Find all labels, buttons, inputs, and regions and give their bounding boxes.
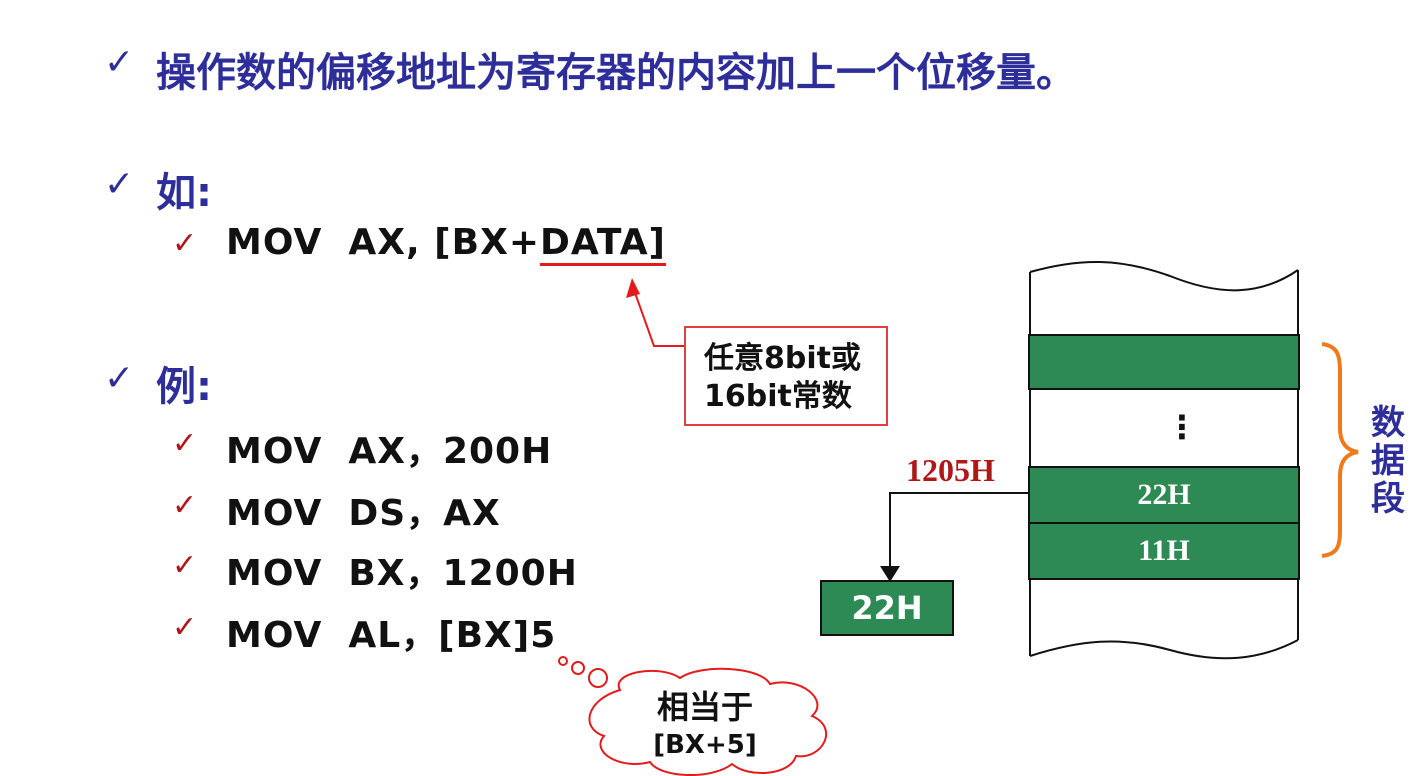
code-src-displacement: DATA]	[539, 222, 667, 266]
example2-line-3: MOV BX，1200H	[226, 544, 578, 596]
callout-arrow	[626, 278, 684, 347]
code-op: MOV	[226, 493, 323, 534]
code-op: MOV	[226, 431, 323, 472]
code-dst: AX,	[348, 222, 421, 263]
example2-line-1: MOV AX，200H	[226, 422, 552, 474]
code-src-a: [BX+	[434, 222, 540, 263]
example2-line-4: MOV AL，[BX]5	[226, 606, 556, 658]
check-icon: ✓	[172, 548, 198, 583]
check-icon: ✓	[172, 426, 198, 461]
segment-label: 数据段	[1371, 403, 1405, 519]
check-icon: ✓	[172, 488, 198, 523]
code-args: AL，[BX]5	[348, 615, 557, 656]
code-op: MOV	[226, 615, 323, 656]
code-args: BX，1200H	[348, 553, 578, 594]
callout-box: 任意8bit或 16bit常数	[684, 326, 888, 426]
check-icon: ✓	[104, 164, 135, 205]
memory-outline	[1029, 260, 1299, 660]
address-label: 1205H	[906, 452, 995, 488]
callout-line1: 任意8bit或	[704, 341, 861, 376]
check-icon: ✓	[172, 610, 198, 645]
code-args: DS，AX	[348, 493, 501, 534]
memory-cell-1205h: 22H	[1028, 466, 1300, 524]
cloud-line2: [BX+5]	[653, 730, 757, 760]
register-al-box: 22H	[820, 580, 954, 636]
check-icon: ✓	[172, 226, 198, 261]
page-title: 操作数的偏移地址为寄存器的内容加上一个位移量。	[156, 50, 1076, 96]
example2-heading: 例:	[156, 364, 212, 410]
memory-cell-1206h: 11H	[1028, 522, 1300, 580]
example1-code: MOV AX, [BX+DATA]	[226, 222, 667, 266]
check-icon: ✓	[104, 42, 135, 83]
check-icon: ✓	[104, 358, 135, 399]
code-op: MOV	[226, 553, 323, 594]
example2-line-2: MOV DS，AX	[226, 484, 501, 536]
memory-cell-top	[1028, 334, 1300, 390]
thought-cloud	[558, 656, 827, 776]
code-op: MOV	[226, 222, 323, 263]
ellipsis-icon: ⋮	[1166, 408, 1198, 446]
example1-heading: 如:	[156, 170, 212, 216]
segment-brace	[1321, 342, 1359, 558]
cloud-line1: 相当于	[656, 688, 753, 726]
callout-line2: 16bit常数	[704, 379, 852, 414]
code-args: AX，200H	[348, 431, 553, 472]
